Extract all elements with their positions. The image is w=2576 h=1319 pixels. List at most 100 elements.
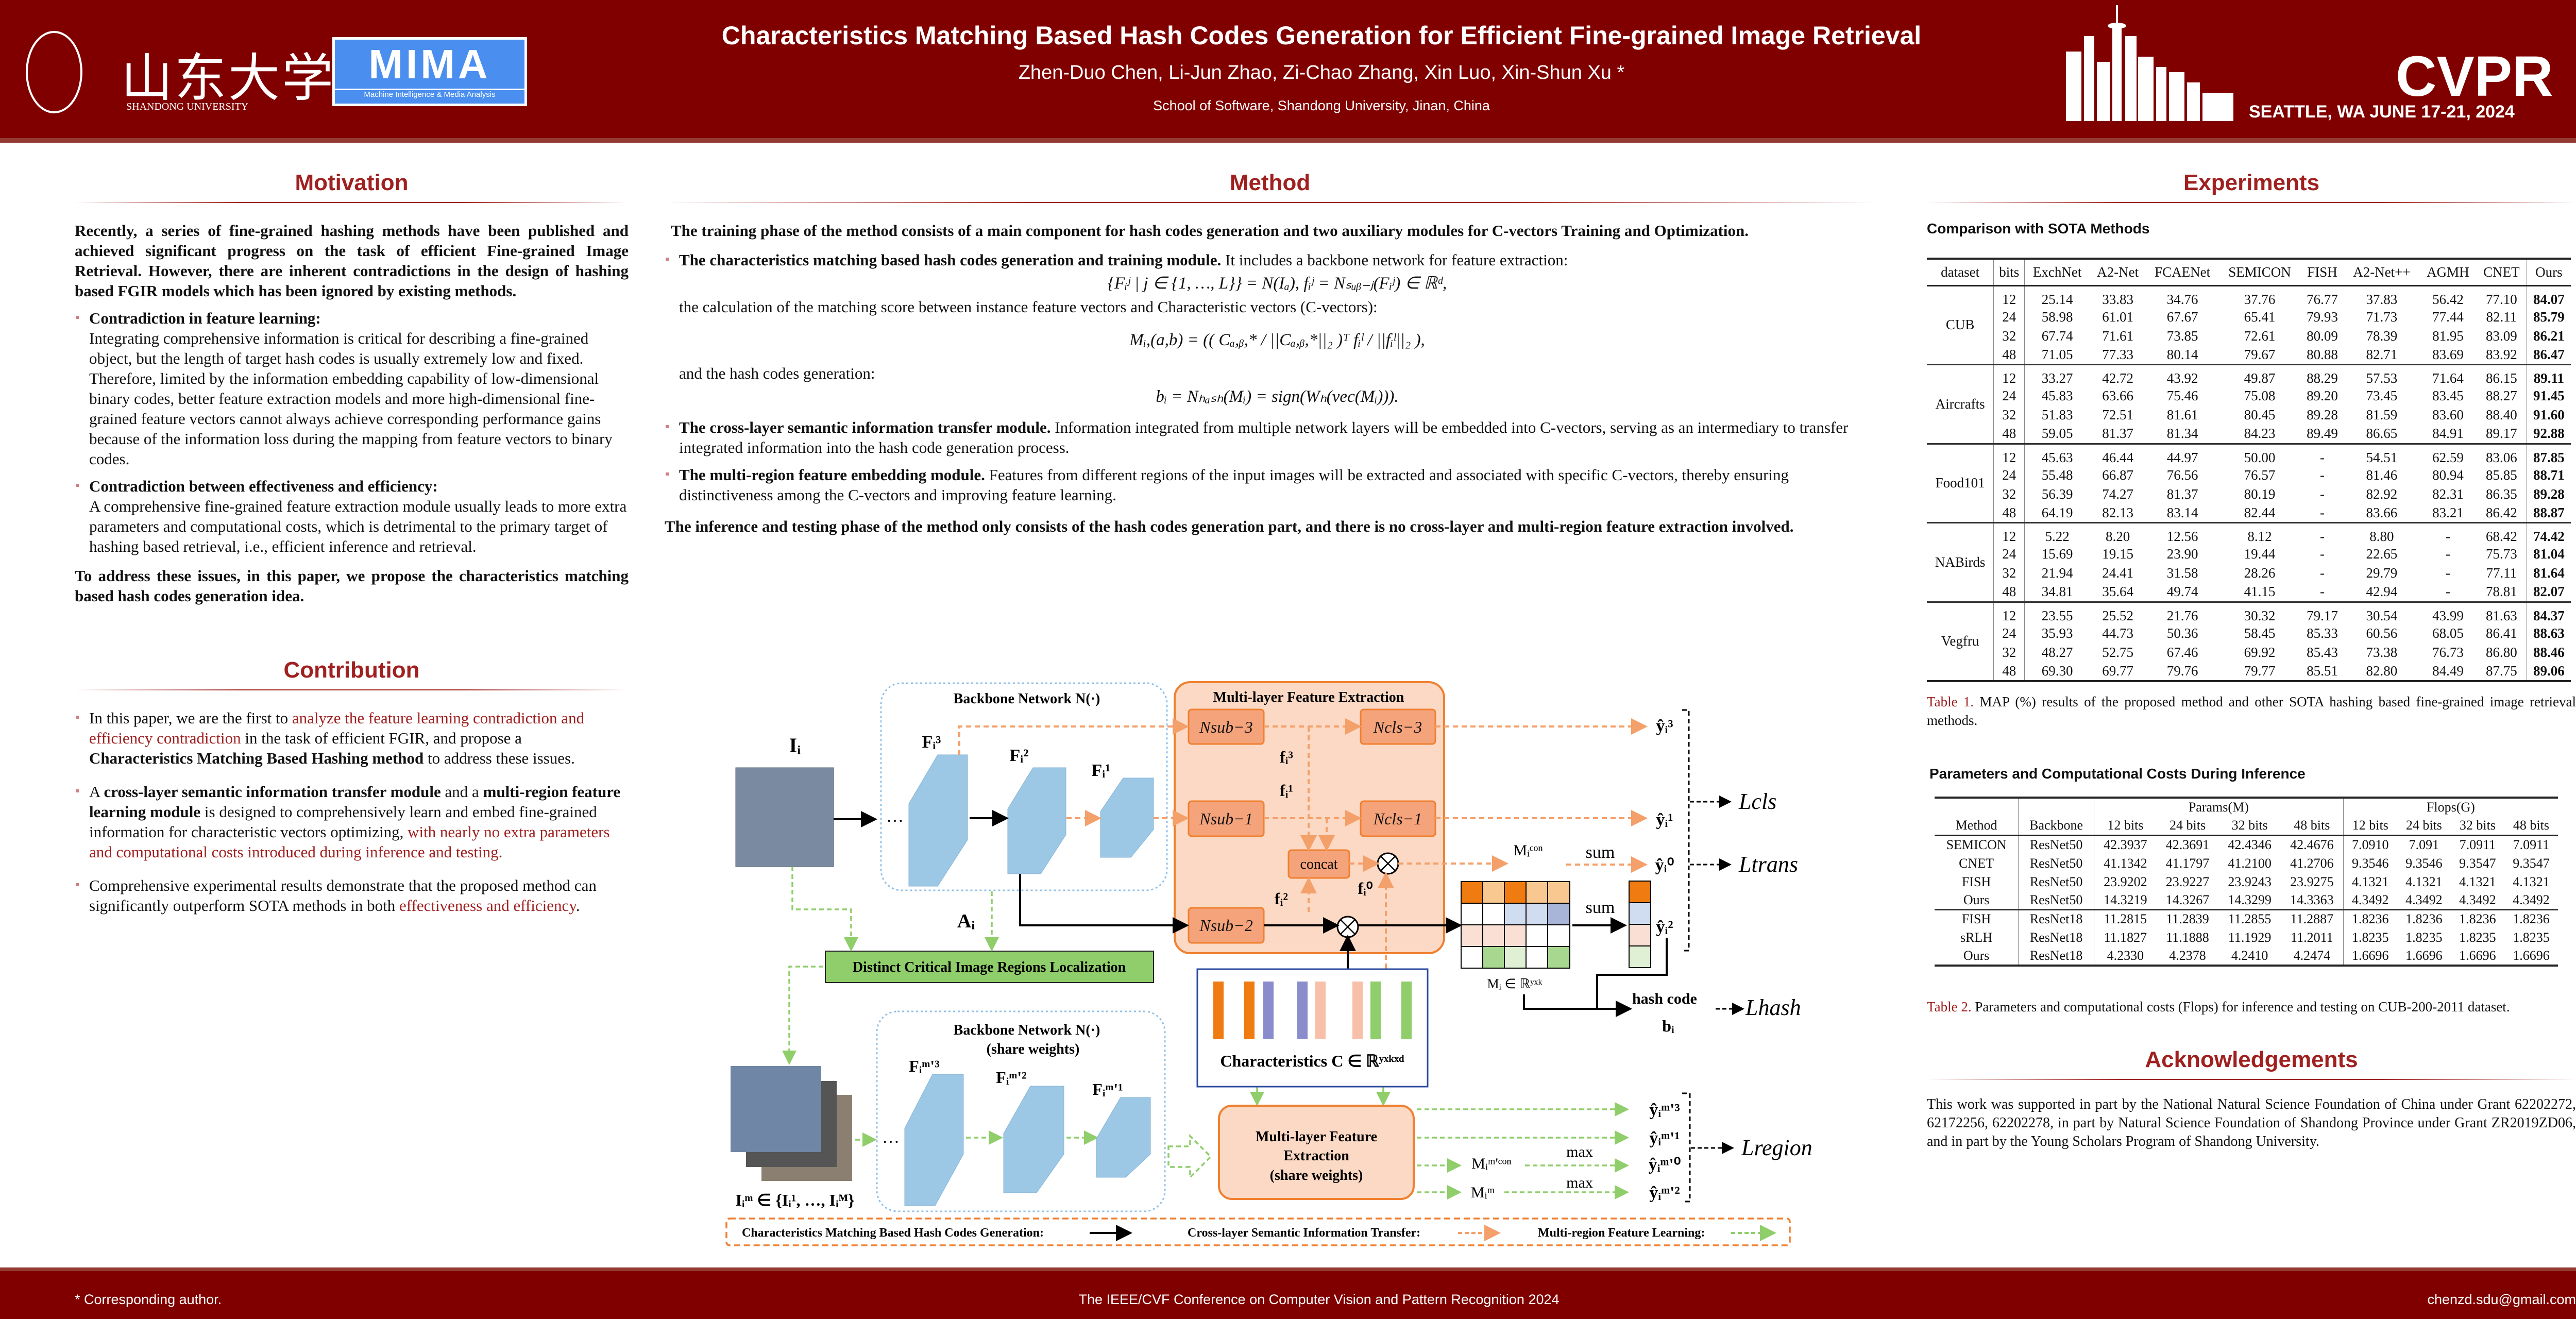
column-header: 48 bits (2294, 818, 2330, 833)
value-cell: 86.21 (2526, 326, 2571, 346)
value-cell: 8.80 (2369, 529, 2394, 544)
f1-label: fᵢ¹ (1280, 781, 1293, 800)
dcirl-box (825, 951, 1154, 983)
value-cell: 54.51 (2366, 449, 2398, 465)
value-cell: 89.06 (2526, 662, 2571, 681)
value-cell: 32 (1993, 484, 2025, 504)
value-cell: 71.73 (2366, 309, 2398, 325)
value-cell: 80.09 (2307, 328, 2338, 344)
value-cell: 9.3546 (2405, 855, 2443, 871)
value-cell: 4.2410 (2231, 948, 2268, 963)
value-cell: ResNet50 (2018, 854, 2094, 873)
value-cell: 11.2839 (2166, 911, 2209, 927)
characteristics-label: Characteristics C ∈ ℝʸˣᵏˣᵈ (1220, 1052, 1404, 1070)
text: in the task of efficient FGIR, and propo… (241, 729, 522, 747)
value-cell: 73.45 (2366, 388, 2398, 403)
value-cell: 84.37 (2526, 602, 2571, 624)
value-cell: - (2319, 467, 2325, 483)
value-cell: 46.44 (2102, 449, 2133, 465)
shared-mlfe-label: Extraction (1283, 1148, 1349, 1164)
value-cell: 88.46 (2526, 642, 2571, 662)
sdu-english-name: SHANDONG UNIVERSITY (126, 101, 249, 112)
value-cell: 76.56 (2166, 467, 2198, 483)
value-cell: 59.05 (2024, 425, 2090, 444)
sdu-seal-logo (26, 31, 82, 113)
Fm1-label: Fᵢᵐ'¹ (1092, 1080, 1123, 1098)
value-cell: 49.74 (2166, 584, 2198, 600)
value-cell: 80.19 (2244, 486, 2276, 502)
value-cell: 43.92 (2166, 370, 2198, 386)
value-cell: 86.42 (2486, 504, 2517, 520)
value-cell: - (2445, 584, 2450, 600)
value-cell: 86.35 (2486, 486, 2517, 502)
value-cell: 1.8236 (2459, 911, 2496, 927)
value-cell: 48 (1993, 662, 2025, 681)
value-cell: 92.88 (2526, 425, 2571, 444)
acknowledgements-text: This work was supported in part by the N… (1927, 1096, 2576, 1149)
motivation-intro: Recently, a series of fine-grained hashi… (75, 222, 629, 300)
value-cell: 11.1929 (2228, 929, 2272, 945)
motivation-outro: To address these issues, in this paper, … (75, 567, 629, 605)
value-cell: 84.23 (2244, 426, 2276, 442)
shared-backbone-label: Backbone Network N(·) (954, 1022, 1100, 1038)
summed-score-vector (1629, 881, 1651, 968)
bullet-heading: Contradiction between effectiveness and … (89, 477, 438, 495)
group-header: Flops(G) (2343, 797, 2558, 817)
method-bullet: The multi-region feature embedding modul… (665, 465, 1875, 505)
value-cell: 89.28 (2307, 407, 2338, 422)
f0-label: fᵢ⁰ (1358, 879, 1372, 898)
value-cell: 23.9243 (2228, 874, 2272, 889)
value-cell: 69.77 (2102, 663, 2133, 679)
input-bird-image (735, 767, 834, 867)
caption-text: Parameters and computational costs (Flop… (1971, 999, 2510, 1014)
backbone-label: Backbone Network N(·) (954, 691, 1100, 707)
value-cell: 42.4346 (2228, 837, 2272, 853)
value-cell: 89.11 (2526, 364, 2571, 386)
value-cell: 77.10 (2486, 291, 2517, 307)
text: . (575, 897, 580, 915)
hash-code-label: hash code (1632, 990, 1697, 1007)
text: A (89, 783, 104, 801)
value-cell: ResNet50 (2018, 872, 2094, 891)
value-cell: 58.98 (2024, 307, 2090, 327)
text: is designed to comprehensively learn and… (89, 803, 597, 841)
value-cell: 7.091 (2409, 837, 2439, 853)
value-cell: 56.42 (2432, 291, 2464, 307)
y1-label: ŷᵢ¹ (1656, 810, 1673, 830)
value-cell: 80.14 (2166, 346, 2198, 362)
value-cell: 67.46 (2166, 644, 2198, 660)
value-cell: 23.9227 (2165, 874, 2210, 889)
footer-email[interactable]: chenzd.sdu@gmail.com (2427, 1292, 2576, 1307)
value-cell: 4.3492 (2405, 892, 2443, 907)
value-cell: - (2319, 584, 2325, 600)
group-header: Params(M) (2093, 797, 2344, 817)
Ai-label: Aᵢ (957, 910, 975, 932)
value-cell: 84.49 (2432, 663, 2464, 679)
method-bullet: The cross-layer semantic information tra… (665, 417, 1875, 458)
value-cell: 82.92 (2366, 486, 2398, 502)
value-cell: 1.8235 (2459, 929, 2496, 945)
value-cell: 50.00 (2244, 449, 2276, 465)
value-cell: 76.57 (2244, 467, 2276, 483)
value-cell: 81.34 (2166, 426, 2198, 442)
seattle-skyline-icon (2066, 5, 2233, 121)
dataset-cell: Aircrafts (1935, 396, 1985, 412)
value-cell: 85.43 (2307, 644, 2338, 660)
value-cell: 91.45 (2526, 386, 2571, 405)
cvpr-logo: CVPR (2396, 45, 2553, 108)
value-cell: 86.15 (2486, 370, 2517, 386)
poster-footer: * Corresponding author. The IEEE/CVF Con… (0, 1267, 2576, 1319)
value-cell: 80.88 (2307, 346, 2338, 362)
value-cell: FISH (1961, 911, 1991, 927)
Im-label: Iᵢᵐ ∈ {Iᵢ¹, …, Iᵢᴹ} (735, 1191, 854, 1209)
value-cell: 23.55 (2024, 602, 2090, 624)
shared-feature-block-2 (1003, 1086, 1064, 1193)
value-cell: 83.45 (2432, 388, 2464, 403)
value-cell: 22.65 (2366, 546, 2398, 562)
